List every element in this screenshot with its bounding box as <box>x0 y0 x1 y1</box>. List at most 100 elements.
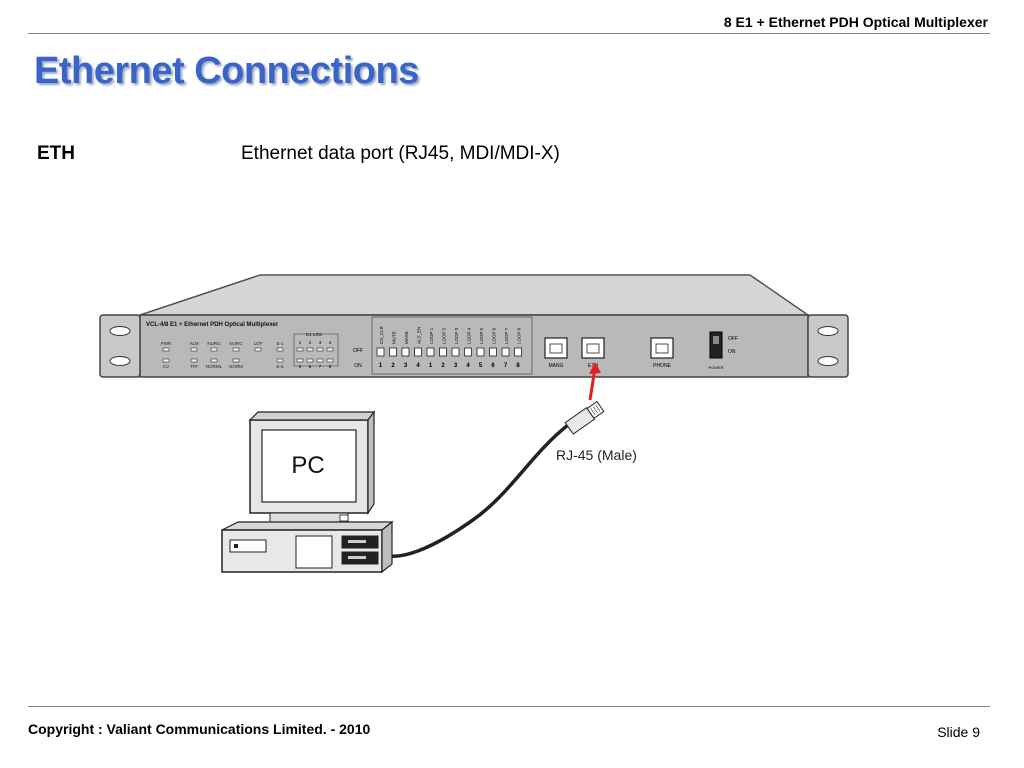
power-label: POWER <box>708 365 723 370</box>
led-icon <box>232 358 240 363</box>
rack-hole-icon <box>817 356 839 366</box>
los-led-icon <box>306 347 314 352</box>
dip-switch-box <box>371 316 533 375</box>
ethernet-cable <box>384 423 570 558</box>
dip-switch-icon <box>401 347 410 357</box>
dip-switch-icon <box>501 347 510 357</box>
rack-hole-icon <box>109 326 131 336</box>
led-icon <box>232 347 240 352</box>
led-label: LOF <box>254 341 263 346</box>
los-num: 3 <box>319 340 322 345</box>
copyright-text: Copyright : Valiant Communications Limit… <box>28 721 371 737</box>
led-label: NURG <box>229 341 243 346</box>
connection-diagram: VCL-4/8 E1 + Ethernet PDH Optical Multip… <box>90 260 860 600</box>
los-led-icon <box>326 358 334 363</box>
led-icon <box>276 347 284 352</box>
dip-switch-label: LOOP 4 <box>467 327 472 344</box>
led-icon <box>210 347 218 352</box>
rack-hole-icon <box>817 326 839 336</box>
dip-switch-label: MUTE <box>392 331 397 344</box>
dip-switch-number: 3 <box>404 363 408 369</box>
led-icon <box>190 358 198 363</box>
led-label: CV <box>163 364 169 369</box>
e1-los-label: E1 LOS <box>306 332 322 337</box>
arrow-head-icon <box>589 362 601 374</box>
los-num: 7 <box>319 364 322 369</box>
footer-divider <box>28 706 990 707</box>
dip-switch-label: LOOP 7 <box>504 327 509 344</box>
los-led-icon <box>296 358 304 363</box>
los-num: 4 <box>329 340 332 345</box>
led-icon <box>276 358 284 363</box>
dip-switch-icon <box>451 347 460 357</box>
pc-label: PC <box>291 452 324 479</box>
dip-switch-number: 4 <box>416 363 420 369</box>
dip-switch-label: LOOP 3 <box>454 327 459 344</box>
los-led-icon <box>296 347 304 352</box>
dip-switch-number: 2 <box>391 363 395 369</box>
los-num: 5 <box>299 364 302 369</box>
led-label: PWR <box>161 341 172 346</box>
dip-switch-label: LOOP 1 <box>429 327 434 344</box>
dip-switch-number: 6 <box>491 363 495 369</box>
led-icon <box>162 358 170 363</box>
dip-switch-icon <box>426 347 435 357</box>
led-label: E-1 <box>276 341 284 346</box>
e1-los-box <box>293 333 339 367</box>
rack-ear-right <box>807 314 849 378</box>
slide-title: Ethernet Connections <box>34 50 419 92</box>
dip-switch-label: LOOP 5 <box>479 327 484 344</box>
los-num: 1 <box>299 340 302 345</box>
device-model-label: VCL-4/8 E1 + Ethernet PDH Optical Multip… <box>146 322 279 328</box>
los-led-icon <box>326 347 334 352</box>
diagram-svg: VCL-4/8 E1 + Ethernet PDH Optical Multip… <box>99 274 849 574</box>
rack-ear-left <box>99 314 141 378</box>
los-led-icon <box>316 347 324 352</box>
los-led-icon <box>306 358 314 363</box>
dip-switch-icon <box>414 347 422 357</box>
led-label: NORML <box>206 364 223 369</box>
port-mang <box>544 337 568 359</box>
led-icon <box>190 347 198 352</box>
led-label: ALM <box>189 341 199 346</box>
dip-switch-icon <box>514 347 522 357</box>
dip-switch-icon <box>476 347 485 357</box>
los-num: 8 <box>329 364 332 369</box>
power-switch-icon <box>709 331 723 359</box>
led-icon <box>254 347 262 352</box>
los-num: 2 <box>309 340 312 345</box>
los-led-icon <box>316 358 324 363</box>
power-on-label: ON <box>728 349 736 355</box>
header-divider <box>28 33 990 34</box>
dip-switch-label: LOOP 2 <box>442 327 447 344</box>
dip-switch-label: LOOP 8 <box>517 327 522 344</box>
dip-switch-label: CV_CLR <box>379 325 384 344</box>
led-icon <box>162 347 170 352</box>
slide-header: 8 E1 + Ethernet PDH Optical Multiplexer <box>0 0 1024 36</box>
led-label: NURG <box>207 341 221 346</box>
port-eth <box>581 337 605 359</box>
dip-off-label: OFF <box>353 348 363 354</box>
dip-switch-icon <box>389 347 397 357</box>
dip-switch-label: MASK <box>404 331 409 344</box>
pc-monitor-icon <box>248 410 376 526</box>
pc-base-unit-icon <box>221 520 394 574</box>
port-label: MANG <box>549 363 564 369</box>
cable-label: RJ-45 (Male) <box>556 447 637 463</box>
led-label: E-5 <box>276 364 284 369</box>
dip-switch-number: 1 <box>379 363 383 369</box>
dip-switch-icon <box>489 347 497 357</box>
dip-switch-number: 4 <box>466 363 470 369</box>
dip-switch-number: 2 <box>441 363 445 369</box>
dip-switch-number: 8 <box>516 363 520 369</box>
led-icon <box>210 358 218 363</box>
chassis-top <box>139 274 811 316</box>
rack-hole-icon <box>109 356 131 366</box>
los-num: 6 <box>309 364 312 369</box>
dip-switch-number: 1 <box>429 363 433 369</box>
dip-on-label: ON <box>354 363 362 369</box>
slide-number: Slide 9 <box>937 724 980 740</box>
dip-switch-icon <box>439 347 447 357</box>
led-label: NORM <box>229 364 243 369</box>
dip-switch-icon <box>376 347 385 357</box>
